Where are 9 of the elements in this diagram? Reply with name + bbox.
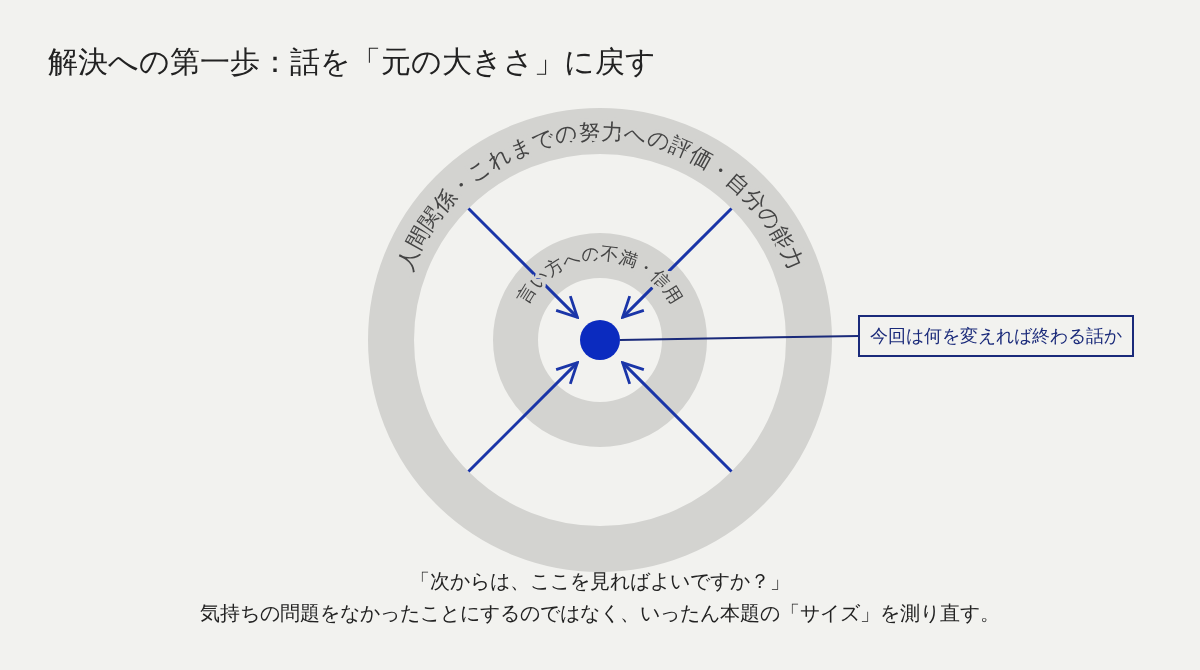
title: 解決への第一歩：話を「元の大きさ」に戻す bbox=[48, 43, 656, 81]
arrow bbox=[621, 207, 733, 319]
arrow bbox=[467, 207, 579, 319]
callout-box: 今回は何を変えれば終わる話か bbox=[858, 315, 1134, 357]
arrow bbox=[467, 361, 579, 473]
leader-line bbox=[619, 335, 859, 341]
caption-text: 気持ちの問題をなかったことにするのではなく、いったん本題の「サイズ」を測り直す。 bbox=[200, 601, 1000, 625]
caption-text: 「次からは、ここを見ればよいですか？」 bbox=[410, 569, 790, 593]
arrow bbox=[621, 361, 733, 473]
